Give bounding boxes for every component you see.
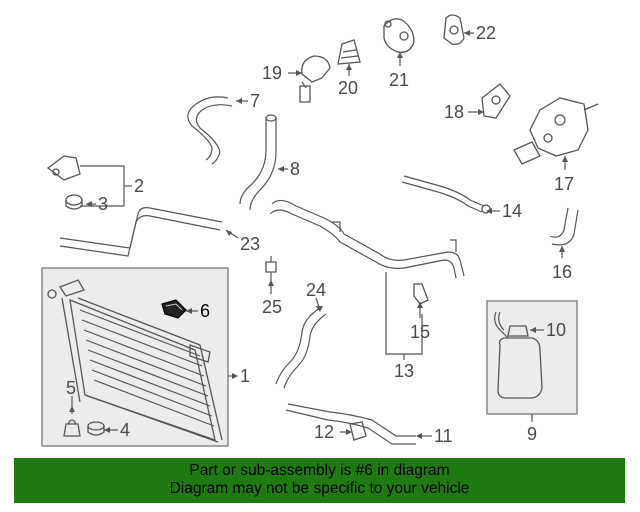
thermostat-housing-17: [513, 97, 599, 165]
pipe-13: [269, 199, 465, 279]
callout-9: 9: [527, 424, 537, 444]
callout-23: 23: [240, 234, 260, 254]
hose-24: [275, 307, 327, 389]
callout-8: 8: [290, 159, 300, 179]
callout-24: 24: [306, 280, 326, 300]
callout-17: 17: [554, 174, 574, 194]
bracket-15: [413, 283, 429, 305]
pipe-14: [401, 175, 491, 214]
callout-25: 25: [262, 297, 282, 317]
callout-21: 21: [389, 70, 409, 90]
callout-1: 1: [240, 366, 250, 386]
bushing-3: [65, 194, 83, 210]
callout-13: 13: [394, 361, 414, 381]
callout-20: 20: [338, 78, 358, 98]
clamp-12: [349, 421, 367, 441]
diagram-notice-banner: Part or sub-assembly is #6 in diagram Di…: [14, 458, 625, 503]
thermostat-housing-19: [299, 55, 331, 103]
part-6-highlight: [161, 299, 187, 319]
callout-2: 2: [134, 176, 144, 196]
grommet-20: [337, 39, 361, 65]
radiator-group: [41, 267, 229, 447]
hose-7: [187, 96, 233, 165]
callout-6: 6: [200, 301, 210, 321]
housing-21: [383, 18, 415, 53]
callout-15: 15: [410, 322, 430, 342]
radiator-core: [47, 279, 223, 443]
reservoir-group: [486, 300, 578, 415]
callout-14: 14: [502, 201, 522, 221]
callout-4: 4: [120, 420, 130, 440]
callout-3: 3: [98, 194, 108, 214]
hose-16: [549, 207, 579, 246]
notice-part-line: Part or sub-assembly is #6 in diagram: [189, 462, 450, 479]
sensor-25: [265, 256, 277, 280]
callout-11: 11: [434, 426, 453, 446]
radiator-mount-5: [63, 419, 81, 437]
radiator-bushing-4: [87, 421, 105, 436]
callout-5: 5: [66, 378, 76, 398]
hose-8: [239, 114, 277, 211]
gasket-18: [481, 83, 511, 119]
callout-16: 16: [552, 262, 572, 282]
callout-12: 12: [314, 422, 334, 442]
callout-10: 10: [546, 320, 566, 340]
pipe-23: [59, 207, 223, 257]
callout-7: 7: [250, 91, 260, 111]
gasket-22: [443, 14, 465, 46]
callout-18: 18: [444, 102, 464, 122]
notice-disclaimer-line: Diagram may not be specific to your vehi…: [169, 480, 470, 497]
callout-22: 22: [476, 23, 496, 43]
bracket-2: [46, 155, 81, 181]
reservoir-box: [486, 300, 578, 415]
arrowheads: [69, 30, 568, 439]
callout-labels: 1 2 3 4 5 6 7 8 9 10 11 12 13 14 15 16 1…: [66, 23, 574, 446]
callout-19: 19: [262, 63, 282, 83]
